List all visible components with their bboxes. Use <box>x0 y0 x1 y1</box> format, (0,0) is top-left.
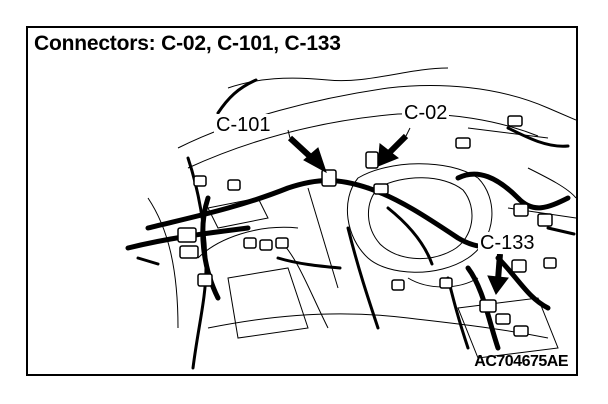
callout-c133-label: C-133 <box>478 232 537 254</box>
callout-arrows <box>287 133 509 295</box>
diagram-frame: Connectors: C-02, C-101, C-133 C-101 C-0… <box>26 26 578 376</box>
wiring-harness-illustration <box>125 67 576 370</box>
diagram-title: Connectors: C-02, C-101, C-133 <box>34 32 341 55</box>
callout-c101-label: C-101 <box>214 114 273 136</box>
harness-bundles <box>125 171 571 351</box>
leader-lines <box>287 127 411 139</box>
harness-wires <box>136 78 576 370</box>
connector-blocks <box>177 115 557 337</box>
arrow-icon <box>303 147 327 174</box>
arrow-icon <box>487 275 509 295</box>
callout-c02-label: C-02 <box>402 102 450 124</box>
arrow-icon <box>377 143 399 167</box>
reference-code: AC704675AE <box>474 353 568 370</box>
